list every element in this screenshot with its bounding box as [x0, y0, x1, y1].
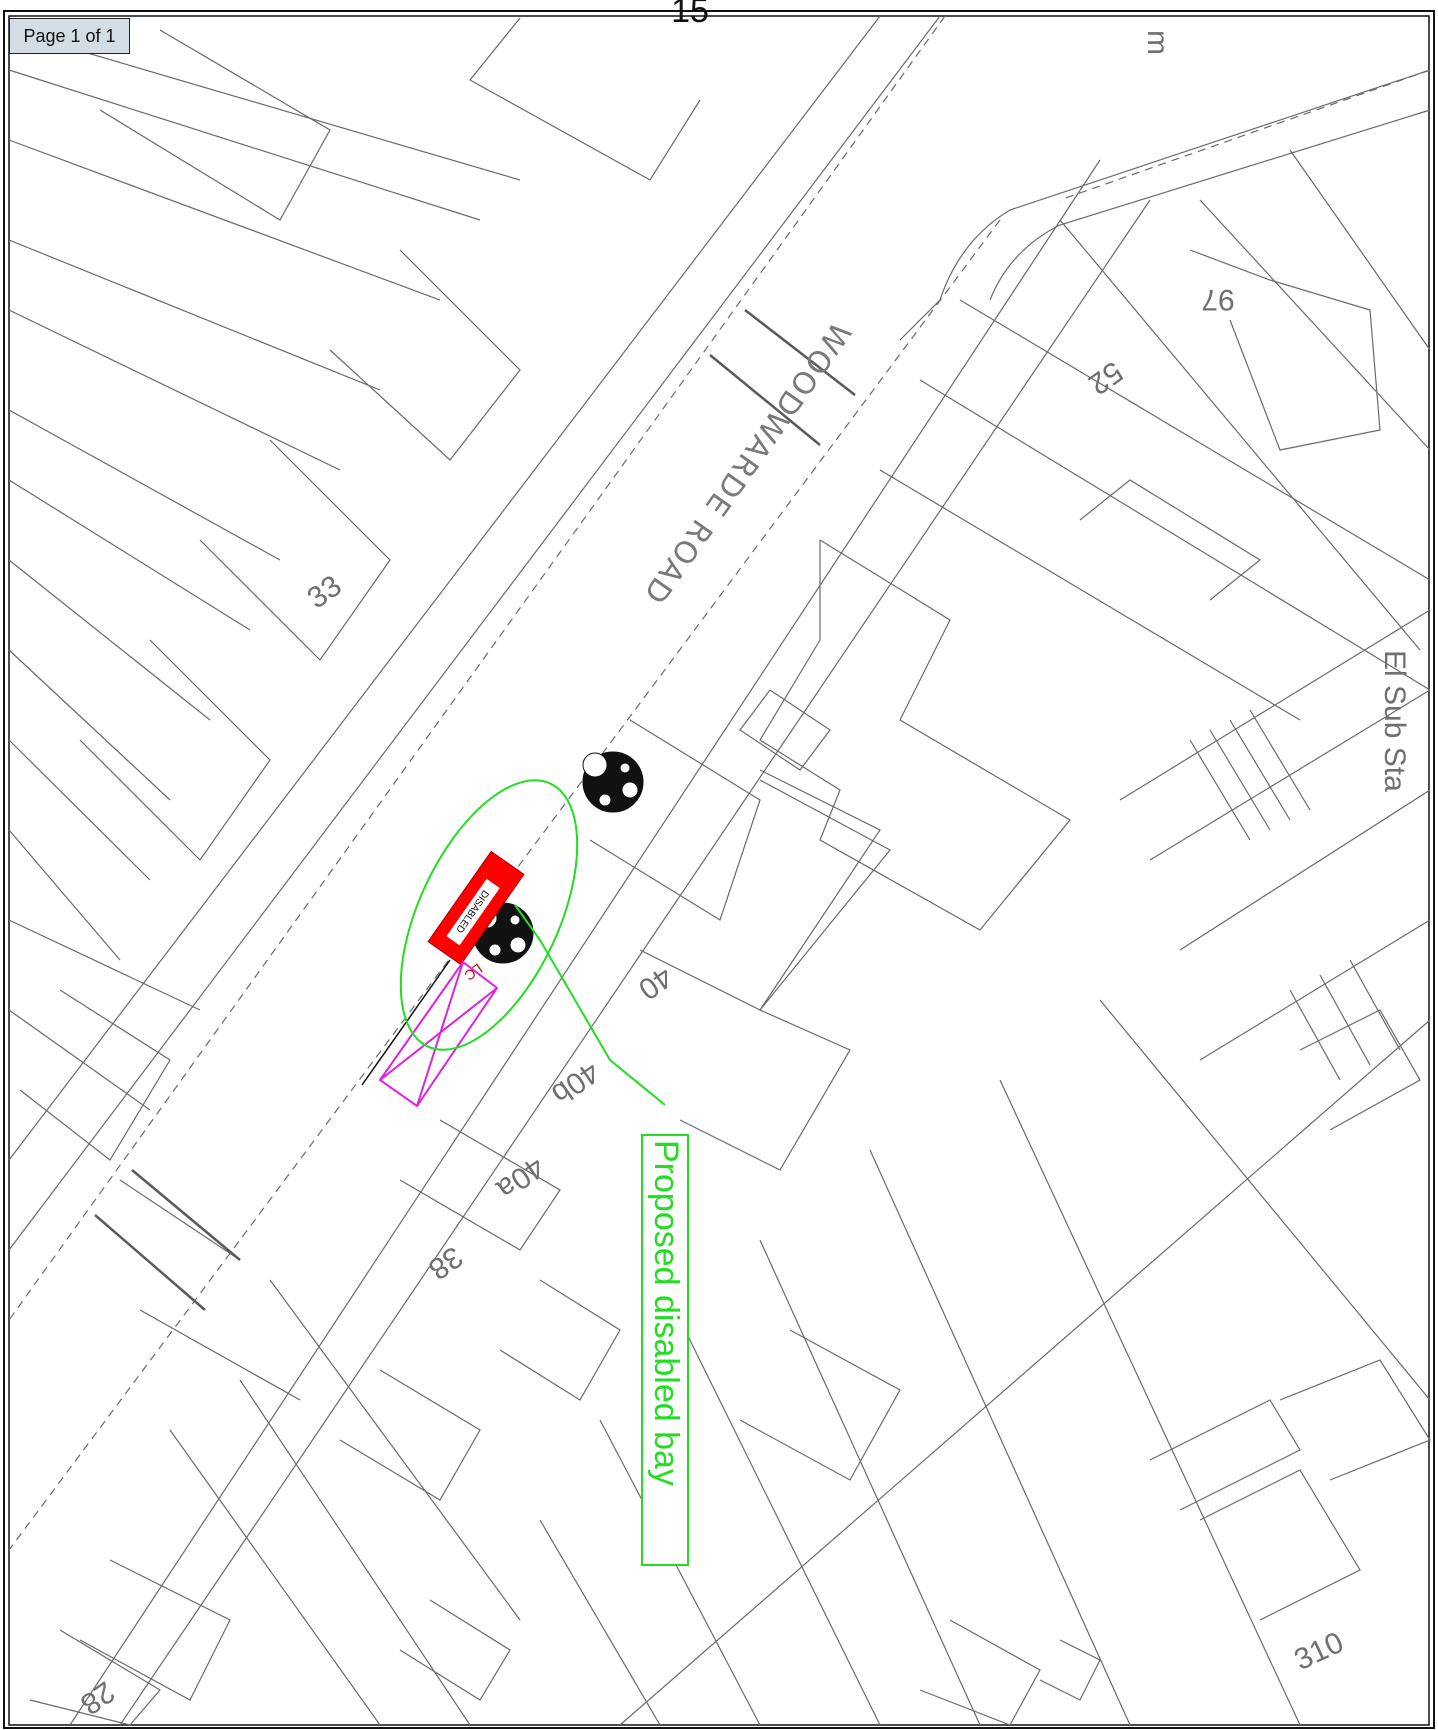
map-frame-inner	[8, 15, 1430, 1726]
proposed-bay-box	[378, 960, 499, 1108]
label-house-28: 28	[74, 1675, 120, 1721]
label-house-310: 310	[1289, 1626, 1348, 1677]
existing-disabled-bay: DISABLED	[427, 850, 525, 966]
road-crossing-marks	[94, 309, 856, 1311]
label-house-33: 33	[301, 569, 347, 615]
page-badge: Page 1 of 1	[9, 18, 130, 54]
proposal-leader-line	[514, 904, 666, 1106]
page-number-top: 15	[671, 0, 709, 30]
dashed-boundaries	[8, 15, 1431, 1551]
label-house-97: 97	[1201, 283, 1234, 316]
label-house-40b: 40b	[545, 1055, 605, 1111]
road-name-label: WOODWARDE ROAD	[635, 315, 857, 611]
base-linework	[8, 15, 1431, 1726]
label-house-40a: 40a	[490, 1150, 550, 1206]
label-house-38: 38	[422, 1240, 468, 1286]
proposal-label: Proposed disabled bay	[647, 1140, 685, 1486]
label-house-40: 40	[632, 960, 678, 1006]
map-frame-outer	[3, 10, 1435, 1729]
proposal-label-box	[641, 1134, 689, 1566]
proposal-highlight-ellipse	[399, 779, 579, 1051]
label-top-right-fragment: m	[1141, 30, 1174, 55]
label-el-sub-sta: El Sub Sta	[1378, 650, 1411, 792]
label-house-52: 52	[1082, 355, 1128, 401]
tree-icon	[582, 751, 644, 813]
